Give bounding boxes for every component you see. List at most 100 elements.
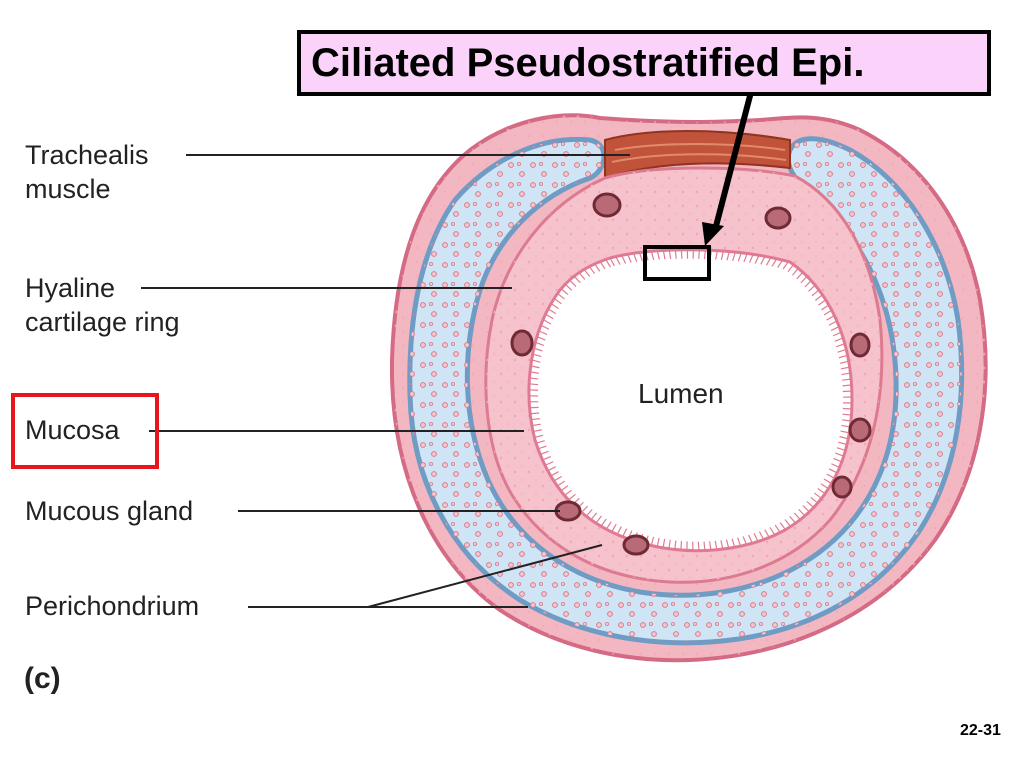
label-mucous-gland: Mucous gland <box>25 496 194 526</box>
cilium <box>557 292 565 300</box>
cilium <box>769 527 776 536</box>
cilium <box>830 326 840 332</box>
cilium <box>758 531 765 540</box>
cilium <box>542 319 552 325</box>
cilium <box>782 261 789 270</box>
cilium <box>581 505 589 513</box>
mucous-gland <box>764 206 792 230</box>
cilium <box>539 450 549 455</box>
cilium <box>764 529 770 538</box>
cilium <box>813 492 822 499</box>
cilium <box>534 434 544 438</box>
cilium <box>622 528 628 538</box>
mucous-gland <box>849 332 871 358</box>
label-trachealis-line1: Trachealis <box>25 140 149 170</box>
cilium <box>668 539 671 549</box>
cilium <box>840 366 850 370</box>
cilium <box>531 359 541 363</box>
cilium <box>811 289 820 297</box>
cilium <box>802 505 810 513</box>
cilium <box>842 378 852 381</box>
cilium <box>594 263 601 272</box>
cilium <box>709 541 712 551</box>
cilium <box>627 254 632 263</box>
cilium <box>599 261 606 270</box>
cilium <box>841 424 851 428</box>
mucous-glands <box>510 192 872 556</box>
cilium <box>605 521 612 530</box>
cilium <box>564 283 573 291</box>
cilium <box>529 377 539 380</box>
cilium <box>529 371 539 374</box>
cilium <box>820 483 829 490</box>
cilium <box>777 259 784 268</box>
cilium <box>742 536 747 546</box>
cilium <box>532 353 542 358</box>
cilium <box>530 412 540 415</box>
cilium <box>578 272 586 280</box>
cilium <box>714 540 718 550</box>
cilium <box>792 267 799 276</box>
cilium <box>680 541 683 551</box>
cilium <box>638 252 643 262</box>
mucous-gland <box>848 417 872 443</box>
cilium <box>754 255 760 264</box>
label-trachealis-line2: muscle <box>25 174 111 204</box>
cilium <box>532 429 542 433</box>
cilium <box>749 254 754 263</box>
cilium <box>839 436 849 440</box>
cilium <box>542 455 552 461</box>
cilium <box>632 253 638 262</box>
cilium <box>615 256 621 265</box>
title-box: Ciliated Pseudostratified Epi. <box>297 30 991 96</box>
cilium <box>800 275 808 284</box>
label-hyaline-line2: cartilage ring <box>25 307 180 337</box>
cilium <box>833 457 843 463</box>
cilium <box>656 250 660 260</box>
cilium <box>840 430 850 434</box>
cilium <box>796 271 804 280</box>
cilium <box>823 309 833 316</box>
cilium <box>838 354 848 359</box>
cilium <box>698 249 700 259</box>
cilium <box>650 251 655 261</box>
cilium <box>725 539 730 549</box>
cilium <box>662 250 666 260</box>
cilium <box>817 488 826 495</box>
cilium <box>806 501 815 508</box>
cilium <box>821 304 830 311</box>
label-mucosa: Mucosa <box>25 415 120 445</box>
cilium <box>842 407 852 410</box>
cilium <box>793 512 801 520</box>
label-trachealis-muscle: Trachealis muscle <box>25 138 149 206</box>
cilium <box>568 493 576 501</box>
cilium <box>838 441 848 446</box>
mucous-gland <box>831 475 853 499</box>
cilium <box>609 257 615 267</box>
cilium <box>585 509 593 517</box>
cilium <box>611 523 617 533</box>
cilium <box>544 461 554 466</box>
cilium <box>550 471 559 477</box>
cilium <box>835 452 844 457</box>
cilium <box>765 257 772 266</box>
cilium <box>732 251 736 261</box>
cilium <box>616 526 622 535</box>
cilium <box>662 538 666 548</box>
slide-number: 22-31 <box>960 722 1001 739</box>
title-arrow-shaft <box>712 91 754 231</box>
leader-perichondrium-branch <box>367 544 603 608</box>
title-arrow-head <box>702 222 724 246</box>
cilium <box>779 522 786 531</box>
cilium <box>703 541 706 551</box>
mucous-gland <box>592 192 622 218</box>
cilium <box>553 297 562 305</box>
cilium <box>573 275 581 284</box>
cilium <box>834 337 844 342</box>
cilium <box>720 250 724 260</box>
cilium <box>533 347 543 352</box>
cilium <box>826 473 835 479</box>
cilium <box>538 330 548 336</box>
